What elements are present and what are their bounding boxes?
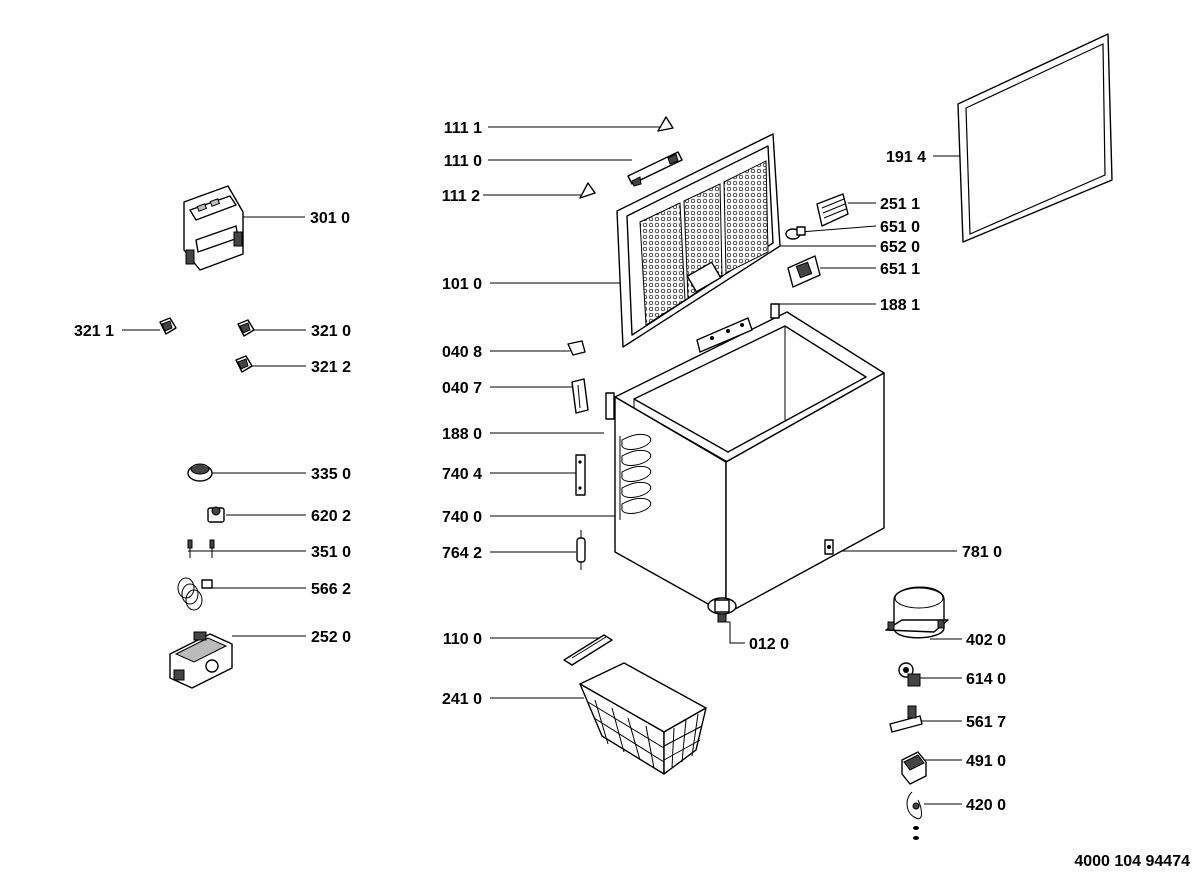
coil-bracket bbox=[575, 454, 586, 496]
clamp-561-7 bbox=[889, 705, 923, 733]
hinge-cap-bottom bbox=[579, 182, 596, 199]
label-351-0: 351 0 bbox=[311, 544, 351, 561]
foot-castor bbox=[707, 597, 737, 623]
lid-hinge bbox=[627, 151, 683, 187]
filter-drier bbox=[576, 530, 586, 570]
label-110-0: 110 0 bbox=[443, 631, 482, 648]
lock-bracket bbox=[571, 378, 589, 414]
thermostat-coil bbox=[177, 577, 213, 611]
control-strip bbox=[696, 317, 753, 353]
lid-light-cover bbox=[816, 193, 849, 227]
knob-321-1 bbox=[159, 317, 177, 335]
lid-gasket bbox=[957, 33, 1113, 243]
leader-lines bbox=[122, 126, 963, 805]
label-101-0: 101 0 bbox=[442, 276, 482, 293]
label-012-0: 012 0 bbox=[749, 636, 789, 653]
knob-321-0 bbox=[237, 319, 255, 337]
basket-handle bbox=[563, 634, 613, 666]
label-335-0: 335 0 bbox=[311, 466, 351, 483]
label-321-0: 321 0 bbox=[311, 323, 351, 340]
label-764-2: 764 2 bbox=[442, 545, 482, 562]
relay-614-0 bbox=[898, 662, 921, 687]
thermostat-housing bbox=[183, 185, 244, 271]
pilot-lamps bbox=[187, 539, 215, 558]
label-252-0: 252 0 bbox=[311, 629, 351, 646]
label-040-7: 040 7 bbox=[442, 380, 482, 397]
label-321-2: 321 2 bbox=[311, 359, 351, 376]
label-321-1: 321 1 bbox=[74, 323, 114, 340]
label-420-0: 420 0 bbox=[966, 797, 1006, 814]
capacitor-420-0 bbox=[906, 791, 922, 840]
compressor bbox=[885, 586, 949, 639]
label-111-2: 111 2 bbox=[442, 188, 480, 205]
label-620-2: 620 2 bbox=[311, 508, 351, 525]
label-188-0: 188 0 bbox=[442, 426, 482, 443]
label-561-7: 561 7 bbox=[966, 714, 1006, 731]
label-301-0: 301 0 bbox=[310, 210, 350, 227]
lock-catch bbox=[567, 340, 586, 356]
switch-620-2 bbox=[207, 506, 225, 523]
condenser-coil bbox=[619, 433, 652, 520]
freezer-lid bbox=[616, 133, 781, 348]
label-566-2: 566 2 bbox=[311, 581, 351, 598]
label-188-1: 188 1 bbox=[880, 297, 920, 314]
document-number: 4000 104 94474 bbox=[1074, 853, 1190, 870]
freezer-cabinet bbox=[605, 303, 885, 615]
label-241-0: 241 0 bbox=[442, 691, 482, 708]
knob-321-2 bbox=[235, 355, 253, 373]
lid-switch bbox=[787, 255, 821, 288]
thermostat-252-0 bbox=[169, 631, 233, 689]
label-491-0: 491 0 bbox=[966, 753, 1006, 770]
label-740-0: 740 0 bbox=[442, 509, 482, 526]
label-652-0: 652 0 bbox=[880, 239, 920, 256]
lid-bulb bbox=[785, 226, 806, 240]
label-111-1: 111 1 bbox=[444, 120, 482, 137]
label-740-4: 740 4 bbox=[442, 466, 482, 483]
label-111-0: 111 0 bbox=[444, 153, 482, 170]
wire-basket bbox=[579, 662, 707, 775]
label-614-0: 614 0 bbox=[966, 671, 1006, 688]
label-040-8: 040 8 bbox=[442, 344, 482, 361]
label-781-0: 781 0 bbox=[962, 544, 1002, 561]
hinge-cap-top bbox=[657, 116, 674, 132]
part-labels: 111 1 111 0 111 2 101 0 040 8 040 7 188 … bbox=[74, 120, 1190, 870]
thermostat-knob bbox=[187, 463, 213, 482]
label-251-1: 251 1 bbox=[880, 196, 920, 213]
label-651-0: 651 0 bbox=[880, 219, 920, 236]
label-651-1: 651 1 bbox=[880, 261, 920, 278]
cover-491-0 bbox=[901, 751, 927, 785]
label-402-0: 402 0 bbox=[966, 632, 1006, 649]
label-191-4: 191 4 bbox=[886, 149, 926, 166]
